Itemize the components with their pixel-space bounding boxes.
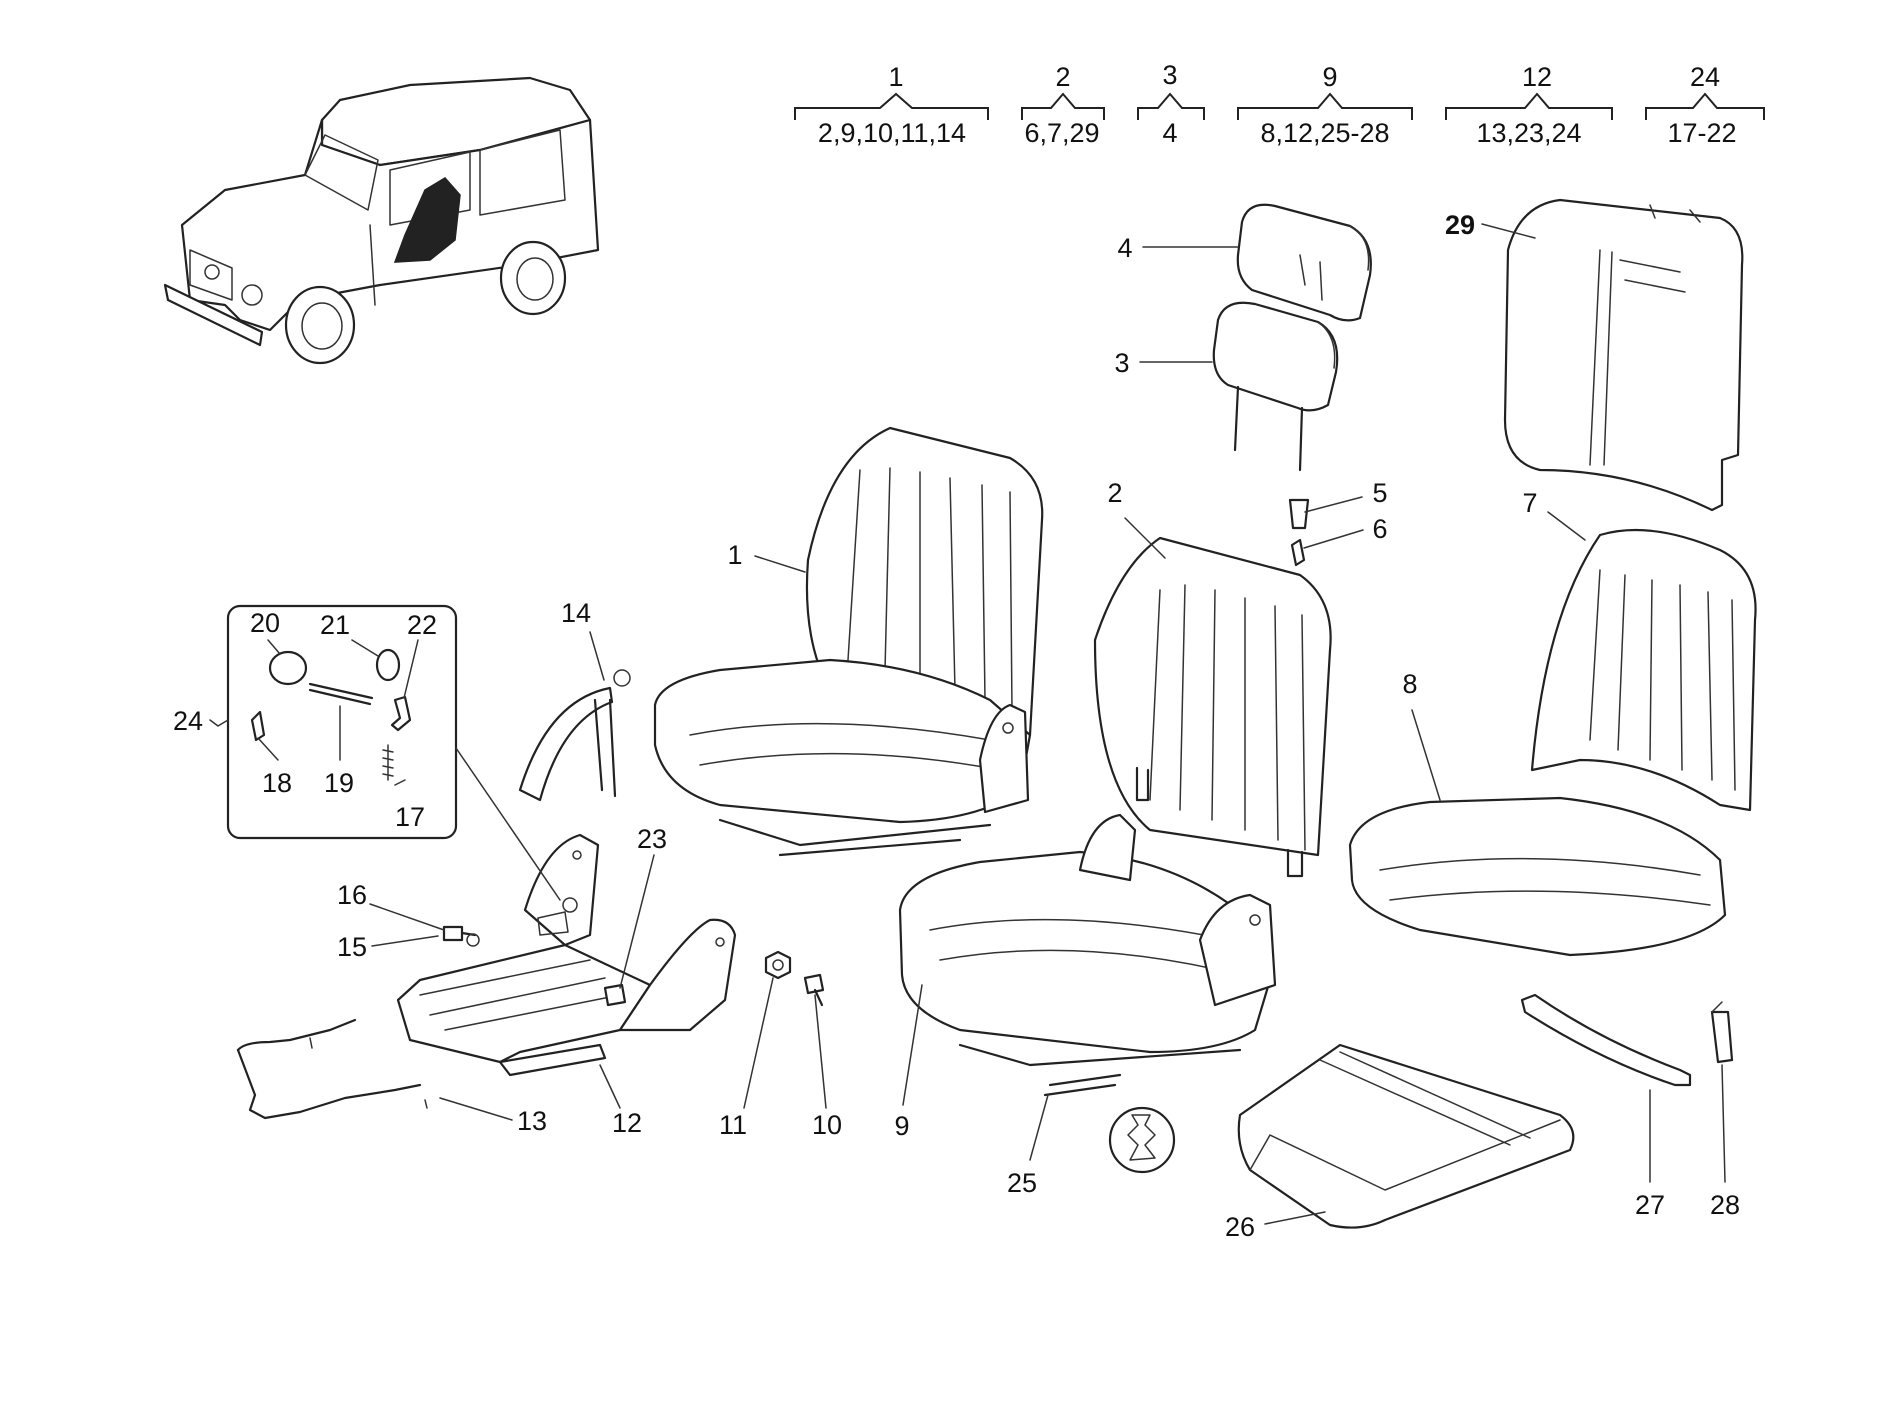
guide-sleeve-5: [1288, 498, 1310, 530]
group-header-2: 2 6,7,29: [1021, 62, 1105, 148]
seat-cushion-9: [898, 813, 1277, 1067]
group-header-3: 3 4: [1137, 60, 1205, 148]
callout-9: 9: [894, 1111, 909, 1141]
group-header-1: 1 2,9,10,11,14: [794, 62, 989, 148]
callout-8: 8: [1402, 669, 1417, 699]
group-24-parent: 24: [1690, 62, 1720, 92]
callout-3: 3: [1114, 348, 1129, 378]
callout-4: 4: [1117, 233, 1132, 263]
pad-25: [1043, 1073, 1176, 1174]
group-2-parent: 2: [1055, 62, 1070, 92]
callout-14: 14: [561, 598, 591, 628]
group-12-children: 13,23,24: [1476, 118, 1581, 148]
callout-25: 25: [1007, 1168, 1037, 1198]
headrest-4: [1236, 203, 1372, 322]
callout-15: 15: [337, 932, 367, 962]
callout-18: 18: [262, 768, 292, 798]
callout-6: 6: [1372, 514, 1387, 544]
seat-pad-26: [1237, 1043, 1575, 1229]
group-12-parent: 12: [1522, 62, 1552, 92]
inset-lever-kit-24: [226, 604, 458, 840]
callout-2: 2: [1107, 478, 1122, 508]
seat-1: [653, 426, 1044, 857]
group-3-parent: 3: [1162, 60, 1177, 90]
callout-27: 27: [1635, 1190, 1665, 1220]
callout-12: 12: [612, 1108, 642, 1138]
seat-frame-12: [236, 833, 737, 1120]
seat-backrest-7: [1530, 528, 1757, 812]
callout-13: 13: [517, 1106, 547, 1136]
group-1-parent: 1: [888, 62, 903, 92]
clip-6: [1290, 538, 1306, 567]
callout-10: 10: [812, 1110, 842, 1140]
callout-29: 29: [1445, 210, 1475, 240]
callout-20: 20: [250, 608, 280, 638]
group-9-parent: 9: [1322, 62, 1337, 92]
group-3-children: 4: [1162, 118, 1177, 148]
nut-11: [764, 950, 792, 980]
callout-21: 21: [320, 610, 350, 640]
seat-cushion-8: [1348, 796, 1727, 957]
headrest-3: [1212, 301, 1339, 472]
bolt-15-16: [442, 925, 480, 947]
inset-pointer-line: [455, 747, 561, 901]
callout-23: 23: [637, 824, 667, 854]
backrest-cover-29: [1503, 198, 1744, 512]
callout-labels: 1 2 3 4 5 6 7 8 9 10 11 12 13 14 15 16 1…: [173, 210, 1740, 1242]
group-24-children: 17-22: [1667, 118, 1736, 148]
callout-5: 5: [1372, 478, 1387, 508]
rail-14: [518, 669, 631, 802]
group-header-24: 24 17-22: [1645, 62, 1765, 148]
wire-27: [1520, 993, 1692, 1087]
callout-26: 26: [1225, 1212, 1255, 1242]
screw-10: [803, 973, 825, 1007]
callout-28: 28: [1710, 1190, 1740, 1220]
callout-22: 22: [407, 610, 437, 640]
callout-7: 7: [1522, 488, 1537, 518]
callout-1: 1: [727, 540, 742, 570]
group-header-9: 9 8,12,25-28: [1237, 62, 1413, 148]
callout-leaders: [209, 223, 1726, 1225]
group-header-12: 12 13,23,24: [1445, 62, 1613, 148]
callout-17: 17: [395, 802, 425, 832]
vehicle-locator-icon: [163, 76, 600, 365]
group-1-children: 2,9,10,11,14: [818, 118, 966, 148]
callout-24: 24: [173, 706, 203, 736]
group-9-children: 8,12,25-28: [1260, 118, 1389, 148]
callout-11: 11: [719, 1110, 747, 1140]
group-2-children: 6,7,29: [1024, 118, 1099, 148]
callout-16: 16: [337, 880, 367, 910]
seat-backrest-2: [1093, 536, 1332, 878]
clip-28: [1710, 1001, 1734, 1064]
callout-19: 19: [324, 768, 354, 798]
